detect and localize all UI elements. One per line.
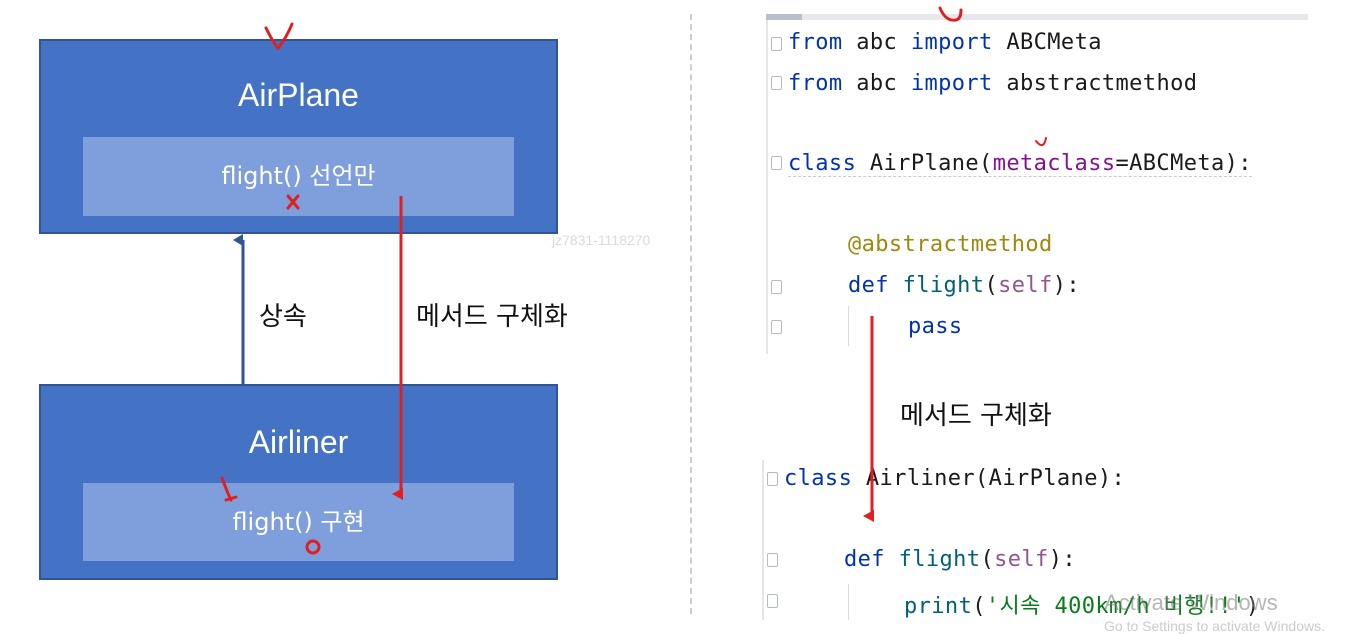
code-line-decorator: @abstractmethod bbox=[848, 232, 1053, 257]
inheritance-label: 상속 bbox=[259, 302, 307, 332]
airliner-method-box: flight() 구현 bbox=[83, 483, 514, 561]
implementation-label: 메서드 구체화 bbox=[416, 302, 568, 332]
fold-marker-import2[interactable] bbox=[771, 76, 782, 90]
code-top-checkmark bbox=[938, 6, 963, 22]
editor-top-bar-accent bbox=[766, 14, 802, 20]
fold-marker-def-abstract[interactable] bbox=[771, 280, 782, 294]
fold-marker-class-airplane[interactable] bbox=[771, 156, 782, 170]
fold-marker-def-impl[interactable] bbox=[767, 553, 778, 567]
code-implementation-label: 메서드 구체화 bbox=[900, 401, 1052, 431]
fold-marker-class-airliner[interactable] bbox=[767, 472, 778, 486]
x-mark-annotation bbox=[286, 194, 300, 210]
code-line-import-abcmeta: from abc import ABCMeta bbox=[788, 30, 1102, 55]
fold-marker-import1[interactable] bbox=[771, 37, 782, 51]
code-line-pass: pass bbox=[908, 314, 963, 339]
code-line-def-flight-abstract: def flight(self): bbox=[848, 273, 1081, 298]
code-line-import-abstractmethod: from abc import abstractmethod bbox=[788, 71, 1198, 96]
airliner-class-box: Airliner flight() 구현 bbox=[39, 384, 558, 580]
circle-mark-annotation bbox=[305, 539, 321, 555]
code-line-print: print('시속 400km/h 비행!!') bbox=[904, 594, 1260, 619]
code-line-class-airliner: class Airliner(AirPlane): bbox=[784, 466, 1126, 491]
fold-marker-def-impl-end[interactable] bbox=[767, 594, 778, 608]
editor-gutter-top bbox=[766, 20, 768, 354]
fold-marker-def-abstract-end[interactable] bbox=[771, 320, 782, 334]
code-line-def-flight-impl: def flight(self): bbox=[844, 547, 1077, 572]
arrow-mark-annotation bbox=[220, 476, 238, 502]
faint-id-text: jz7831-1118270 bbox=[552, 232, 651, 248]
editor-gutter-bottom bbox=[762, 460, 764, 620]
code-class-checkmark bbox=[1035, 137, 1047, 147]
panel-divider bbox=[690, 14, 692, 614]
indent-guide-parent bbox=[848, 306, 849, 346]
indent-guide-child bbox=[848, 584, 849, 620]
airliner-method-label: flight() 구현 bbox=[232, 508, 365, 536]
airliner-class-name: Airliner bbox=[248, 424, 349, 460]
activate-windows-watermark: Activate Windows bbox=[1104, 590, 1278, 615]
airplane-class-name: AirPlane bbox=[238, 77, 359, 113]
code-line-class-airplane: class AirPlane(metaclass=ABCMeta): bbox=[788, 151, 1252, 177]
airplane-method-label: flight() 선언만 bbox=[221, 162, 376, 190]
airplane-method-box: flight() 선언만 bbox=[83, 137, 514, 216]
airplane-class-box: AirPlane flight() 선언만 bbox=[39, 39, 558, 234]
checkmark-annotation bbox=[264, 22, 294, 51]
editor-top-bar bbox=[766, 14, 1308, 20]
